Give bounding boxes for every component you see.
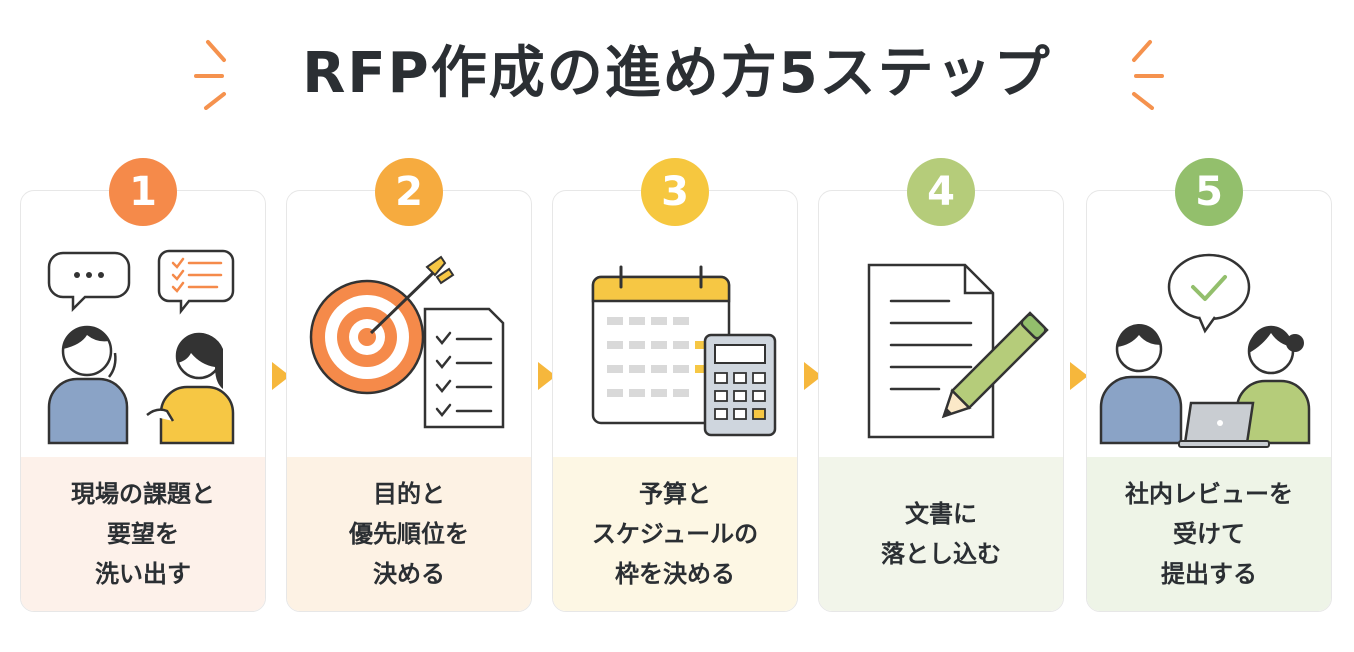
step-caption-area: 予算と スケジュールの 枠を決める [553, 457, 797, 611]
page-title: RFP作成の進め方5ステップ [302, 41, 1052, 106]
step-caption-area: 目的と 優先順位を 決める [287, 457, 531, 611]
target-checklist-icon [309, 255, 505, 429]
discussion-people-icon [47, 249, 235, 445]
step-card-2: 目的と 優先順位を 決める [286, 190, 532, 612]
step-card-5: 社内レビューを 受けて 提出する [1086, 190, 1332, 612]
arrow-1-2-icon [272, 362, 290, 390]
step-number-badge-5: 5 [1175, 158, 1243, 226]
document-pencil-icon [867, 263, 1049, 439]
step-card-4: 文書に 落とし込む [818, 190, 1064, 612]
arrow-2-3-icon [538, 362, 556, 390]
step-caption-area: 現場の課題と 要望を 洗い出す [21, 457, 265, 611]
step-caption-area: 社内レビューを 受けて 提出する [1087, 457, 1331, 611]
spark-right-icon [1132, 40, 1164, 110]
step-card-1: 現場の課題と 要望を 洗い出す [20, 190, 266, 612]
step-label: 文書に 落とし込む [881, 500, 1001, 568]
step-label: 目的と 優先順位を 決める [349, 480, 469, 588]
arrow-4-5-icon [1070, 362, 1088, 390]
spark-left-icon [194, 40, 226, 110]
step-number-badge-3: 3 [641, 158, 709, 226]
calendar-calculator-icon [591, 265, 777, 437]
review-people-laptop-icon [1099, 253, 1311, 448]
step-caption-area: 文書に 落とし込む [819, 457, 1063, 611]
step-label: 現場の課題と 要望を 洗い出す [71, 480, 215, 588]
step-card-3: 予算と スケジュールの 枠を決める [552, 190, 798, 612]
step-label: 社内レビューを 受けて 提出する [1125, 480, 1293, 588]
step-number-badge-4: 4 [907, 158, 975, 226]
step-number-badge-1: 1 [109, 158, 177, 226]
step-label: 予算と スケジュールの 枠を決める [591, 480, 759, 588]
arrow-3-4-icon [804, 362, 822, 390]
step-number-badge-2: 2 [375, 158, 443, 226]
